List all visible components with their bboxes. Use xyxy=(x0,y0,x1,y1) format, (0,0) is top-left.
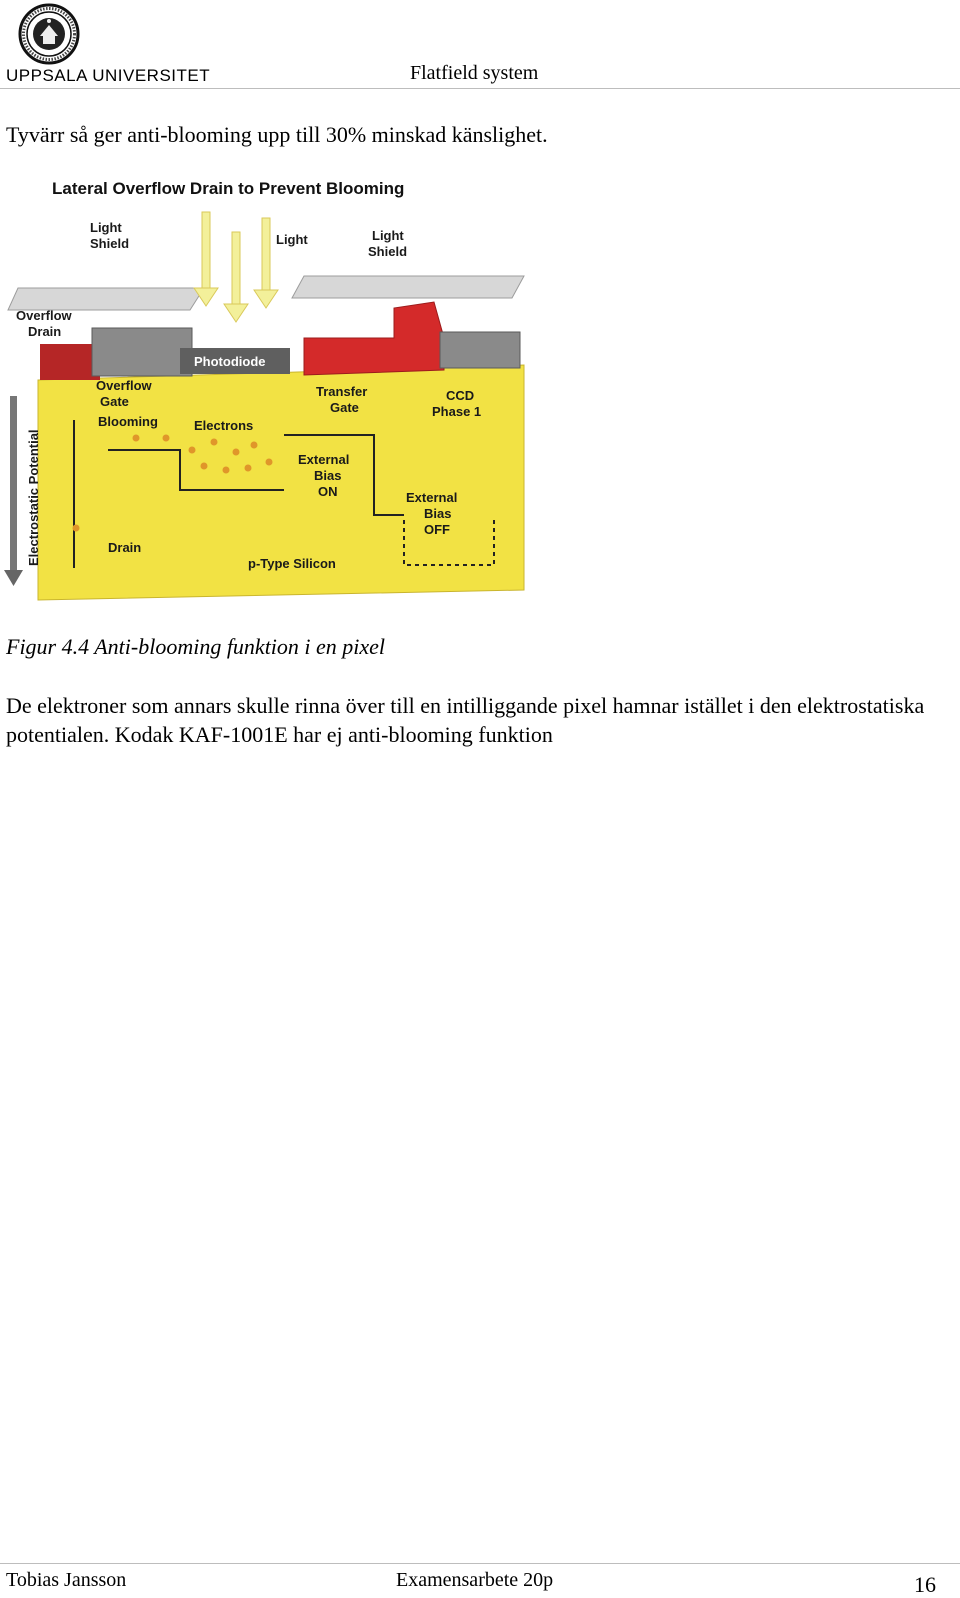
page-header: UPPSALA UNIVERSITET Flatfield system xyxy=(0,0,960,92)
light-shield-right xyxy=(291,275,525,299)
figure-title: Lateral Overflow Drain to Prevent Bloomi… xyxy=(52,179,404,198)
intro-paragraph: Tyvärr så ger anti-blooming upp till 30%… xyxy=(6,122,548,147)
drain-label: Drain xyxy=(108,540,141,555)
overflow-drain-label-2: Drain xyxy=(28,324,61,339)
potential-wells xyxy=(73,420,495,568)
transfer-gate-label-2: Gate xyxy=(330,400,359,415)
running-title: Flatfield system xyxy=(410,62,539,84)
electrostatic-potential-label: Electrostatic Potential xyxy=(26,429,41,566)
transfer-gate-label-1: Transfer xyxy=(316,384,367,399)
external-bias-on-label-1: External xyxy=(298,452,349,467)
ccd-phase-gate xyxy=(439,331,521,369)
electrons-group xyxy=(72,434,273,532)
blooming-label: Blooming xyxy=(98,414,158,429)
figure-caption: Figur 4.4 Anti-blooming funktion i en pi… xyxy=(6,634,386,659)
external-bias-off-label-1: External xyxy=(406,490,457,505)
footer-author: Tobias Jansson xyxy=(6,1569,127,1591)
light-rays xyxy=(193,211,279,323)
external-bias-on-label-3: ON xyxy=(318,484,338,499)
electrostatic-potential-arrow xyxy=(4,396,23,586)
transfer-gate xyxy=(303,301,445,376)
header-divider xyxy=(0,88,960,89)
overflow-drain-contact xyxy=(40,344,100,380)
university-seal-logo xyxy=(18,3,80,65)
external-bias-on-label-2: Bias xyxy=(314,468,341,483)
page-number: 16 xyxy=(914,1572,936,1597)
light-shield-left-label-1: Light xyxy=(90,220,122,235)
overflow-gate-label-2: Gate xyxy=(100,394,129,409)
university-name: UPPSALA UNIVERSITET xyxy=(6,66,211,85)
electrons-label: Electrons xyxy=(194,418,253,433)
body-paragraph: De elektroner som annars skulle rinna öv… xyxy=(6,693,925,747)
footer-document-title: Examensarbete 20p xyxy=(396,1569,554,1591)
photodiode-label: Photodiode xyxy=(194,354,266,369)
ccd-phase-label-1: CCD xyxy=(446,388,474,403)
p-type-silicon-label: p-Type Silicon xyxy=(248,556,336,571)
photodiode-region xyxy=(180,348,290,374)
external-bias-off-label-3: OFF xyxy=(424,522,450,537)
light-shield-left xyxy=(7,287,205,311)
light-shield-right-label-2: Shield xyxy=(368,244,407,259)
light-shield-left-label-2: Shield xyxy=(90,236,129,251)
anti-blooming-diagram: Lateral Overflow Drain to Prevent Bloomi… xyxy=(4,179,525,601)
footer-divider xyxy=(0,1563,960,1564)
light-shield-right-label-1: Light xyxy=(372,228,404,243)
overflow-gate-label-1: Overflow xyxy=(96,378,153,393)
light-label: Light xyxy=(276,232,308,247)
overflow-drain-label-1: Overflow xyxy=(16,308,73,323)
ccd-phase-label-2: Phase 1 xyxy=(432,404,481,419)
external-bias-off-label-2: Bias xyxy=(424,506,451,521)
overflow-gate xyxy=(91,327,193,377)
